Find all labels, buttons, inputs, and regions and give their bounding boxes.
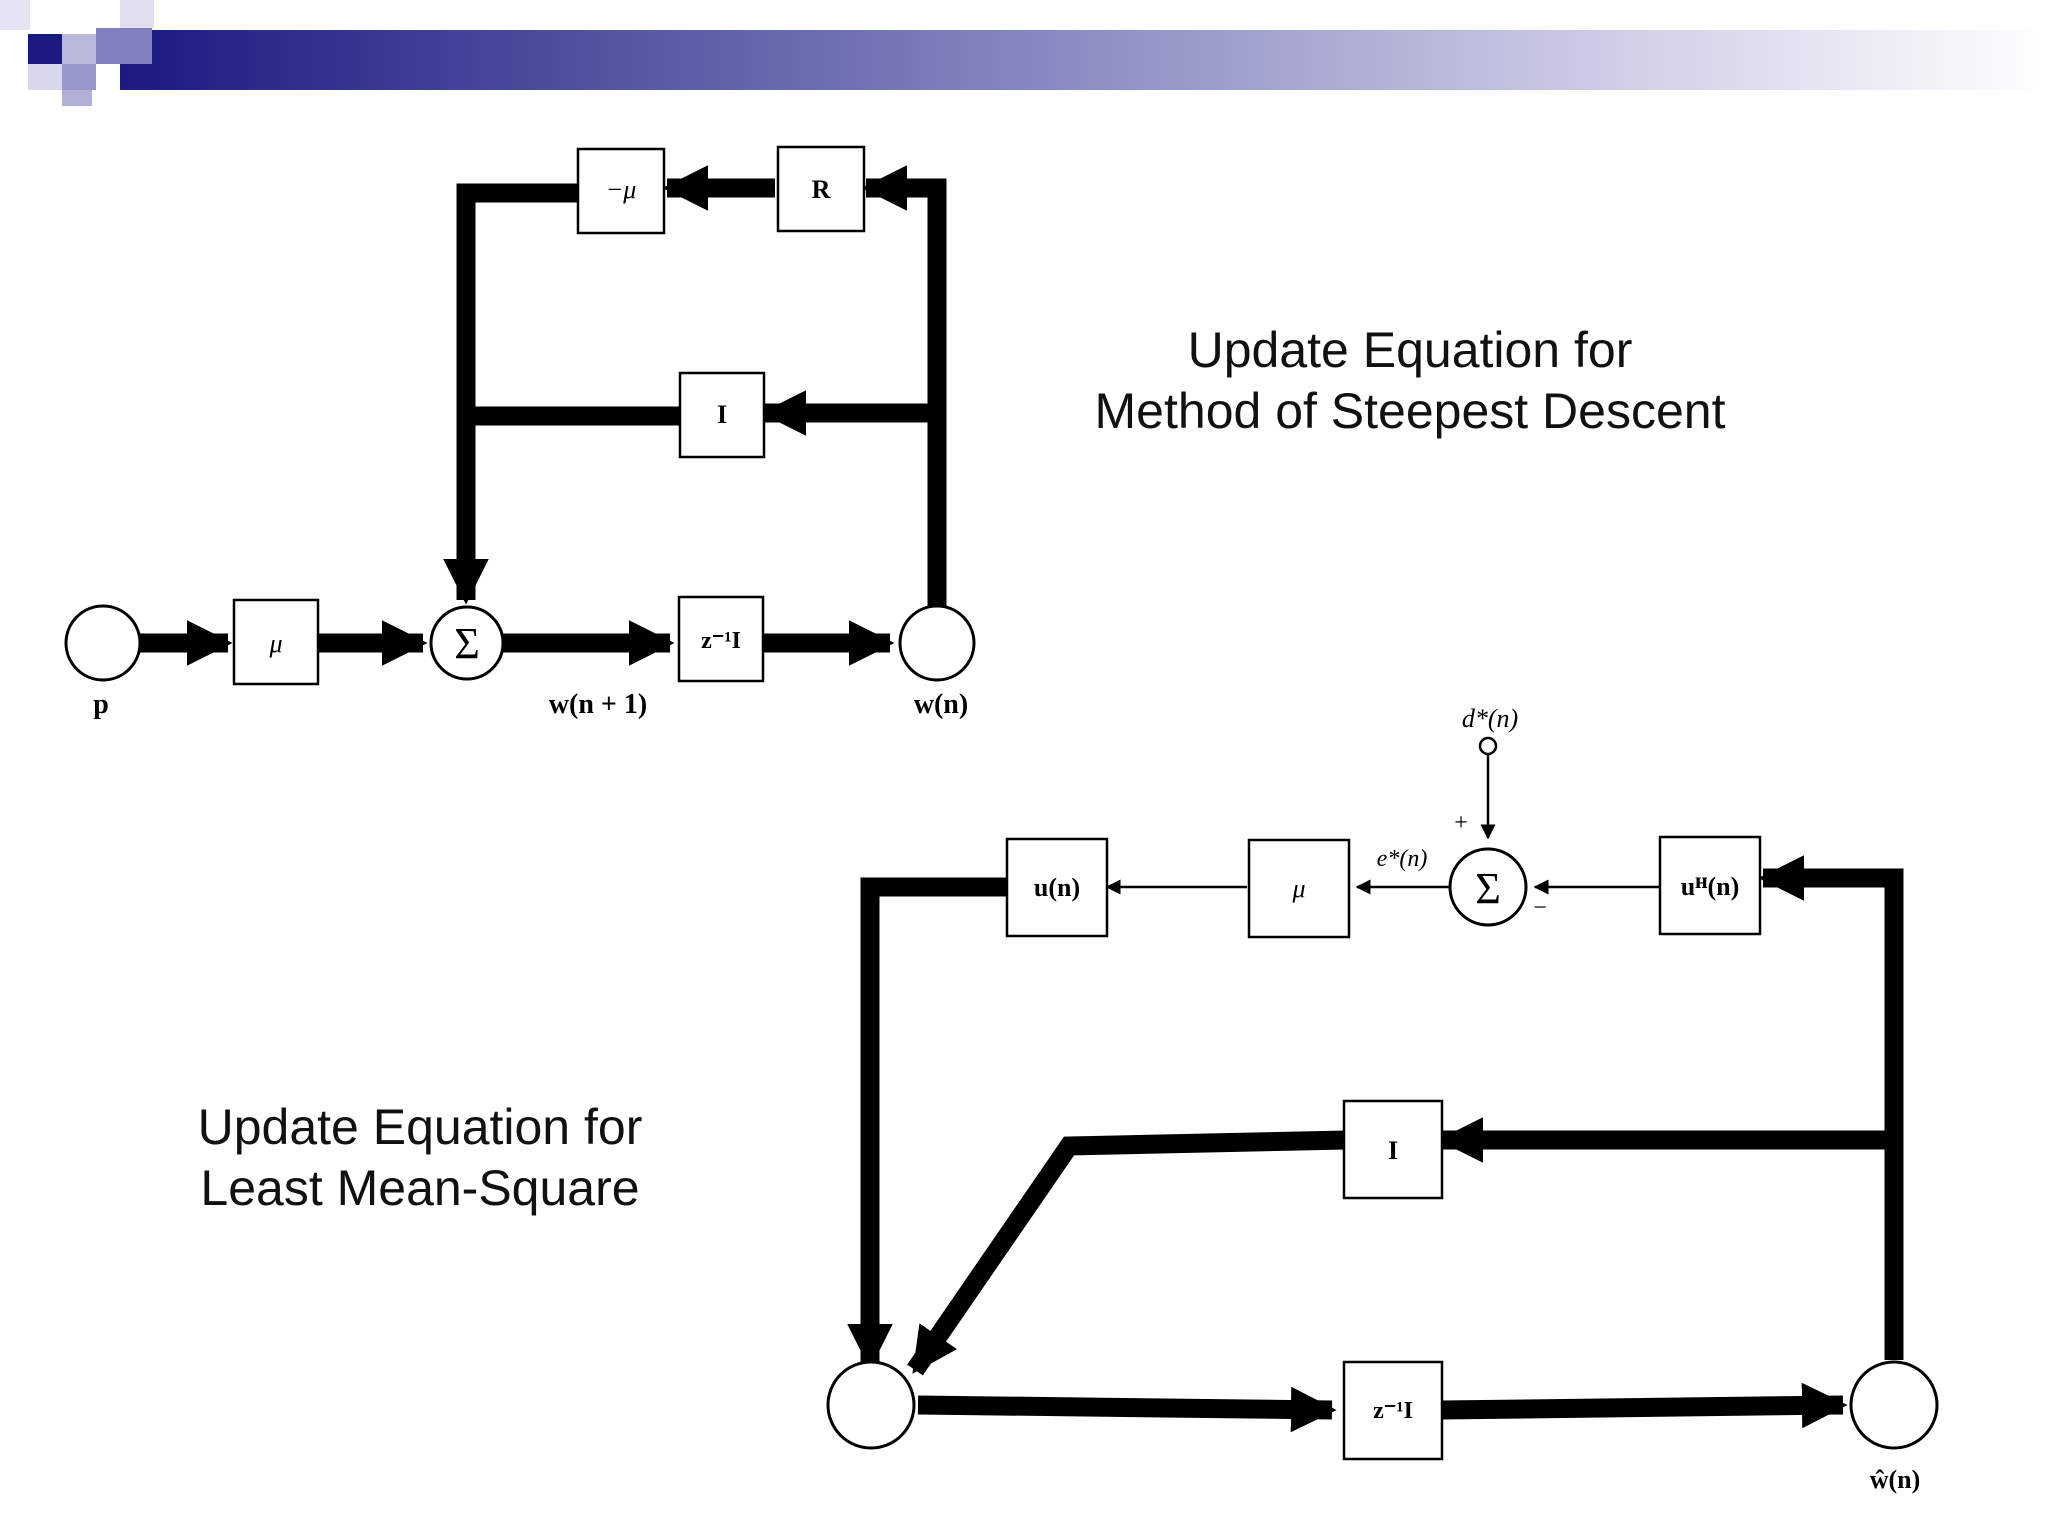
lms-line-delay-to-what [1441,1382,1848,1429]
sd-R-block [776,145,866,233]
sd-caption-line1: Update Equation for [1187,322,1633,378]
sd-summing-junction [429,605,505,681]
sd-line-negmu-to-sum [443,183,578,605]
lms-uH-block [1658,835,1762,936]
steepest-descent-diagram: Σ μ z⁻¹I −μ R I p w(n + 1) w(n) [64,145,976,720]
sd-output-node-wn [898,604,976,682]
lms-line-I-diagonal [907,1130,1347,1376]
lms-label-minus: − [1533,895,1547,921]
lms-caption-line2: Least Mean-Square [200,1160,640,1216]
lms-un-block [1005,837,1109,938]
lms-caption-line1: Update Equation for [197,1099,643,1155]
lms-d-terminal [1478,736,1498,756]
lms-diagram: Σ u(n) μ uᴴ(n) I z⁻¹I d*(n) e*(n) + − ŵ(… [826,704,1939,1494]
banner-square-3 [62,34,96,64]
banner-square-1 [0,0,30,30]
banner-square-6 [28,64,62,90]
sd-sum-symbol: Σ [454,619,480,668]
lms-I-block [1342,1099,1444,1200]
banner-square-2 [28,34,62,64]
banner-square-8 [120,0,154,28]
sd-mu-label: μ [268,629,282,658]
lms-delay-label: z⁻¹I [1373,1398,1413,1424]
sd-R-label: R [812,175,831,204]
lms-output-node [1849,1360,1939,1450]
slide-banner [0,0,2048,106]
sd-input-node-p [64,604,142,682]
steepest-descent-caption: Update Equation for Method of Steepest D… [1040,320,1780,442]
sd-caption-line2: Method of Steepest Descent [1094,383,1726,439]
lms-un-label: u(n) [1034,873,1080,902]
banner-square-7 [62,90,92,106]
sd-I-block [678,371,766,459]
lms-line-un-down [847,877,1007,1370]
lms-label-w-hat: ŵ(n) [1870,1465,1921,1494]
sd-line-wn-up-to-R [861,165,947,610]
banner-bar [120,30,2048,90]
lms-mu-block [1247,838,1351,939]
lms-uH-label: uᴴ(n) [1681,872,1740,901]
sd-neg-mu-label: −μ [606,175,637,204]
lms-error-sum [1448,847,1528,927]
sd-delay-label: z⁻¹I [701,628,741,654]
sd-delay-block [677,595,765,683]
lms-label-e-star: e*(n) [1377,846,1428,872]
lms-sum-symbol: Σ [1475,864,1501,913]
lms-delay-block [1342,1360,1444,1461]
sd-I-label: I [717,400,727,429]
lms-caption: Update Equation for Least Mean-Square [150,1097,690,1219]
lms-label-plus: + [1454,810,1468,836]
banner-square-5 [62,64,96,90]
sd-label-p: p [93,689,109,720]
sd-mu-block [232,598,320,686]
lms-line-node-to-delay [917,1386,1337,1433]
lms-I-label: I [1388,1136,1398,1165]
lms-summing-node [826,1360,916,1450]
sd-neg-mu-block [576,147,666,235]
lms-label-d-star: d*(n) [1462,704,1518,733]
banner-square-4 [96,28,152,64]
sd-label-w-next: w(n + 1) [549,689,647,720]
lms-mu-label: μ [1291,874,1305,903]
sd-label-w-n: w(n) [914,689,968,720]
lms-line-right-up-to-uH [1758,855,1904,1360]
